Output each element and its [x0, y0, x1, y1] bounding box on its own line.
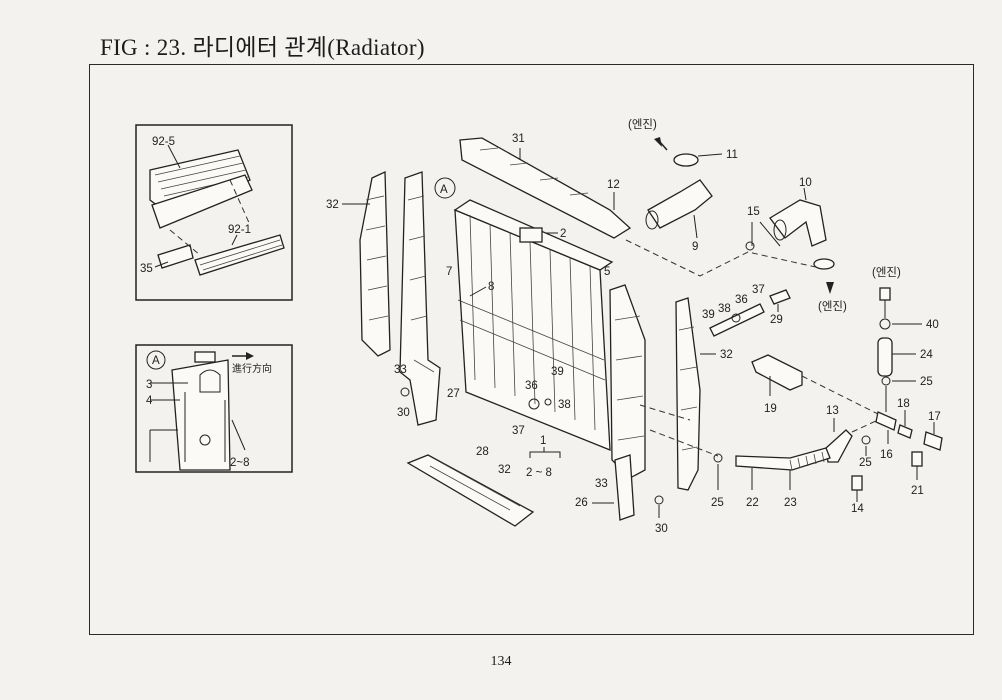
direction-label: 進行方向 — [232, 362, 272, 375]
callout-39-right: 39 — [702, 309, 715, 321]
part-bottom-shield — [406, 454, 535, 527]
callout-10: 10 — [799, 177, 812, 189]
callout-37-left: 37 — [512, 425, 525, 437]
callout-27: 27 — [447, 388, 460, 400]
callout-35: 35 — [140, 263, 153, 275]
callout-4: 4 — [146, 395, 153, 407]
part-lower-bracket — [614, 454, 635, 521]
part-side-bracket — [399, 171, 441, 426]
engine-label-top: (엔진) — [628, 118, 657, 131]
part-bracket-19 — [751, 354, 803, 391]
part-upper-shroud — [459, 137, 632, 239]
callout-32-bottom: 32 — [498, 464, 511, 476]
callout-32-right: 32 — [720, 349, 733, 361]
callout-13: 13 — [826, 405, 839, 417]
callout-1: 1 — [540, 435, 546, 447]
callout-2to8-main: 2 ~ 8 — [526, 467, 552, 479]
engine-label-right: (엔진) — [872, 266, 901, 279]
callout-16: 16 — [880, 449, 893, 461]
callout-detail-a-small: A — [152, 355, 160, 367]
page-title: FIG : 23. 라디에터 관계(Radiator) — [100, 35, 425, 60]
callout-5: 5 — [604, 266, 610, 278]
callout-33-left: 33 — [394, 364, 407, 376]
callout-11: 11 — [726, 149, 738, 161]
callout-37-right: 37 — [752, 284, 765, 296]
callout-25-mid: 25 — [859, 457, 872, 469]
callout-39-left: 39 — [551, 366, 564, 378]
part-radiator-core — [453, 199, 614, 451]
callout-92-1: 92-1 — [228, 224, 251, 236]
callout-36-left: 36 — [525, 380, 538, 392]
callout-17: 17 — [928, 411, 941, 423]
callout-30-left: 30 — [397, 407, 410, 419]
callout-33-right: 33 — [595, 478, 608, 490]
callout-14: 14 — [851, 503, 864, 515]
part-shroud-frame — [609, 284, 646, 479]
callout-26: 26 — [575, 497, 588, 509]
diagram-frame — [89, 64, 974, 635]
callout-29: 29 — [770, 314, 783, 326]
callout-22: 22 — [746, 497, 759, 509]
callout-38-right: 38 — [718, 303, 731, 315]
callout-2: 2 — [560, 228, 566, 240]
callout-21: 21 — [911, 485, 924, 497]
page-number: 134 — [490, 654, 512, 669]
callout-23: 23 — [784, 497, 797, 509]
part-shroud-right — [675, 297, 701, 491]
callout-18: 18 — [897, 398, 910, 410]
callout-3: 3 — [146, 379, 152, 391]
callout-15: 15 — [747, 206, 760, 218]
callout-32-left: 32 — [326, 199, 339, 211]
callout-40: 40 — [926, 319, 939, 331]
callout-92-5: 92-5 — [152, 136, 175, 148]
callout-38-left: 38 — [558, 399, 571, 411]
inset-detail-a — [135, 344, 293, 473]
callout-9: 9 — [692, 241, 698, 253]
callout-28: 28 — [476, 446, 489, 458]
part-upper-hose — [647, 179, 713, 229]
callout-7: 7 — [446, 266, 452, 278]
callout-25-right: 25 — [920, 376, 933, 388]
callout-31: 31 — [512, 133, 525, 145]
callout-2to8-inset: 2~8 — [230, 457, 250, 469]
callout-detail-a: A — [440, 184, 448, 196]
part-reservoir-hose — [735, 447, 831, 471]
inset-detail-shroud — [135, 124, 293, 301]
engine-label-lower: (엔진) — [818, 300, 847, 313]
part-shroud-left — [359, 170, 391, 357]
callout-12: 12 — [607, 179, 620, 191]
part-lower-hose — [769, 199, 827, 247]
callout-19: 19 — [764, 403, 777, 415]
callout-8: 8 — [488, 281, 494, 293]
callout-25-left: 25 — [711, 497, 724, 509]
callout-30-right: 30 — [655, 523, 668, 535]
callout-36-right: 36 — [735, 294, 748, 306]
callout-24: 24 — [920, 349, 933, 361]
